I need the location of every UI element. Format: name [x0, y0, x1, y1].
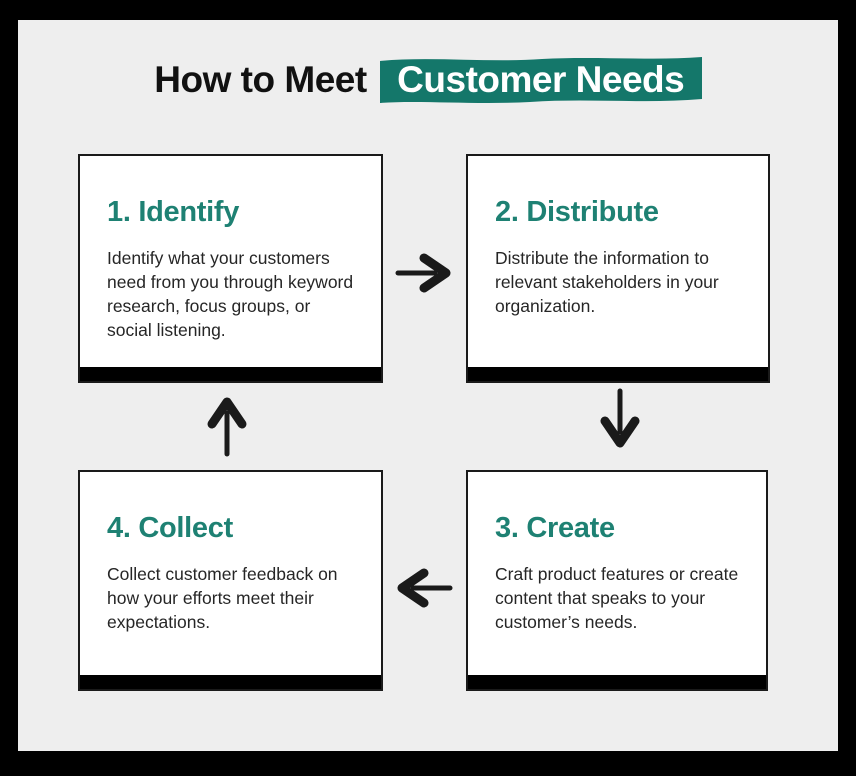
step-card-content: 4. Collect Collect customer feedback on …: [80, 472, 381, 634]
step-card-distribute: 2. Distribute Distribute the information…: [466, 154, 770, 383]
step-heading-identify: 1. Identify: [107, 196, 240, 228]
step-card-identify: 1. Identify Identify what your customers…: [78, 154, 383, 383]
title-highlight-text: Customer Needs: [397, 59, 685, 100]
arrow-up-icon: [205, 395, 249, 457]
step-heading-distribute: 2. Distribute: [495, 196, 659, 228]
arrow-right-icon: [395, 253, 453, 293]
step-body-collect: Collect customer feedback on how your ef…: [107, 564, 338, 633]
title-highlight: Customer Needs: [379, 54, 702, 106]
step-card-content: 3. Create Craft product features or crea…: [468, 472, 766, 634]
step-heading-create: 3. Create: [495, 512, 615, 544]
step-card-content: 2. Distribute Distribute the information…: [468, 156, 768, 318]
card-bottom-bar: [80, 675, 381, 689]
step-card-create: 3. Create Craft product features or crea…: [466, 470, 768, 691]
card-bottom-bar: [468, 675, 766, 689]
arrow-left-icon: [395, 568, 453, 608]
step-card-content: 1. Identify Identify what your customers…: [80, 156, 381, 343]
step-body-identify: Identify what your customers need from y…: [107, 248, 354, 341]
step-heading-collect: 4. Collect: [107, 512, 233, 544]
step-card-collect: 4. Collect Collect customer feedback on …: [78, 470, 383, 691]
card-bottom-bar: [80, 367, 381, 381]
arrow-down-icon: [598, 388, 642, 450]
step-body-distribute: Distribute the information to relevant s…: [495, 248, 719, 317]
step-body-create: Craft product features or create content…: [495, 564, 739, 633]
title-prefix-text: How to Meet: [154, 59, 367, 100]
card-bottom-bar: [468, 367, 768, 381]
page-title: How to Meet Customer Needs: [18, 54, 838, 106]
highlight-banner-shape: [379, 57, 702, 103]
